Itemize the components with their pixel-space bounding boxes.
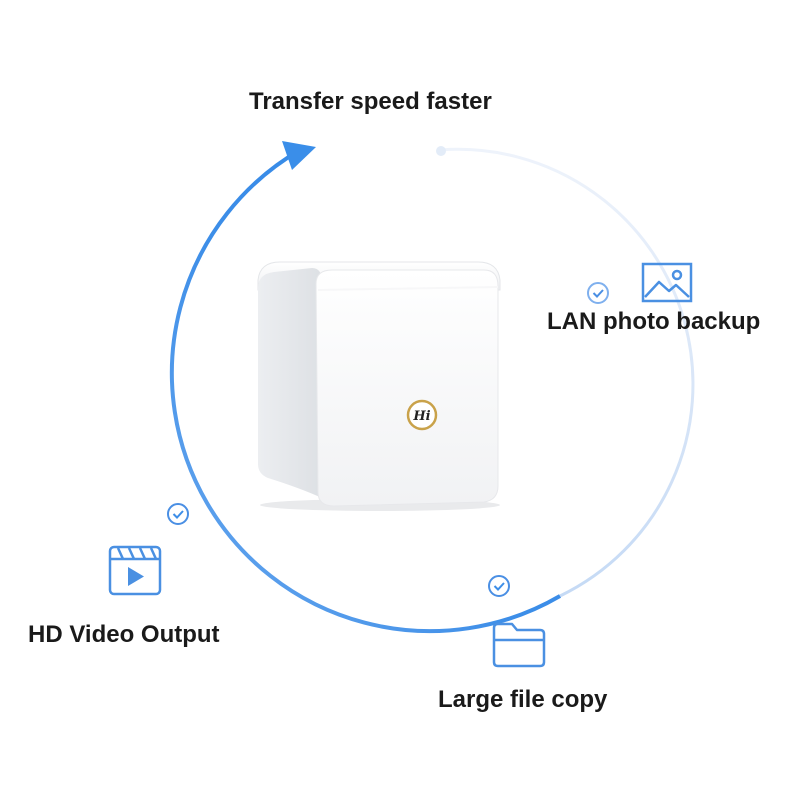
hi-logo: Hi xyxy=(406,399,438,431)
lan-photo-backup-label: LAN photo backup xyxy=(547,308,761,335)
circle-arc-bright xyxy=(169,148,562,634)
film-play-icon xyxy=(108,545,162,596)
check-circle-icon xyxy=(167,503,189,525)
folder-icon xyxy=(492,622,546,668)
circle-arc-faded xyxy=(439,147,695,598)
transfer-speed-label: Transfer speed faster xyxy=(249,88,492,115)
large-file-copy-label: Large file copy xyxy=(438,686,608,713)
logo-text: Hi xyxy=(412,409,430,424)
image-icon xyxy=(641,262,693,303)
check-circle-icon xyxy=(587,282,609,304)
check-circle-icon xyxy=(488,575,510,597)
start-dot xyxy=(436,146,446,156)
hd-video-output-label: HD Video Output xyxy=(28,621,220,648)
arrow-head-icon xyxy=(282,141,316,170)
router-device: Hi xyxy=(257,261,501,511)
